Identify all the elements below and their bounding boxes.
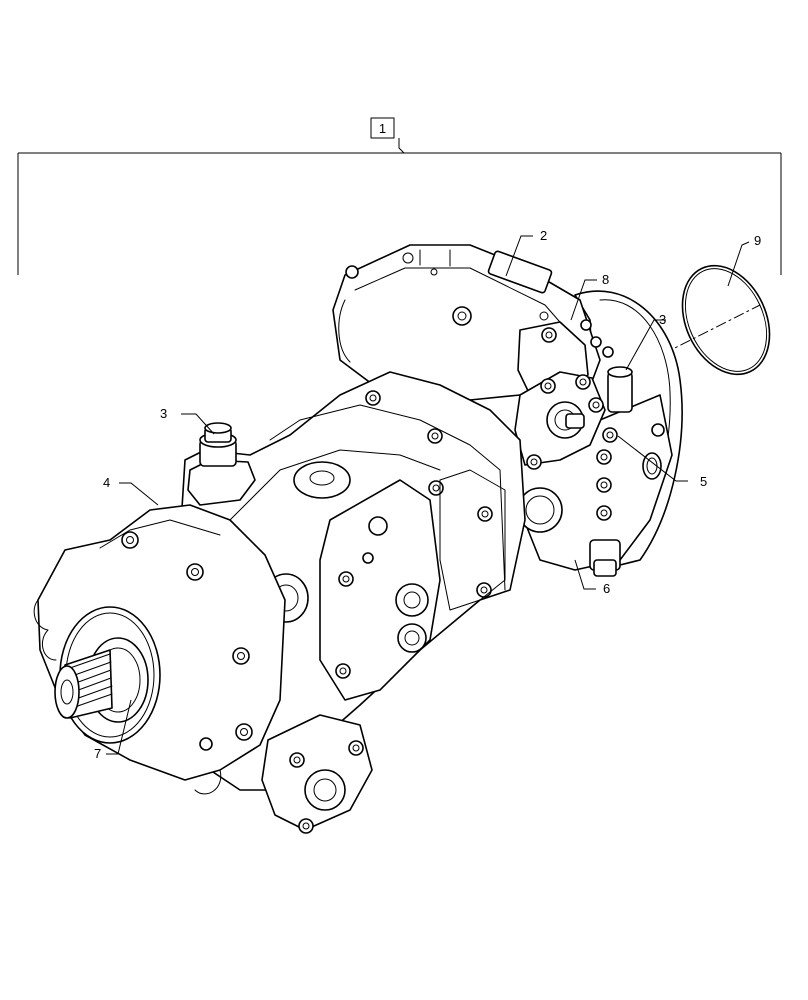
assembly-label-box: [370, 117, 395, 139]
drive-shaft: [54, 606, 161, 744]
lower-charge-pump: [261, 714, 373, 834]
callout-3-left: 3: [160, 406, 167, 421]
callout-6: 6: [603, 581, 610, 596]
callout-5: 5: [700, 474, 707, 489]
callout-8: 8: [602, 272, 609, 287]
assembly-bracket: 1: [17, 117, 782, 275]
assembly-label: 1: [379, 121, 386, 136]
o-ring: [662, 264, 771, 376]
callout-labels: 2 3 3 4 5 6 7 8 9: [94, 228, 761, 761]
control-valve: [332, 244, 614, 401]
callout-2: 2: [540, 228, 547, 243]
callout-3-right: 3: [659, 312, 666, 327]
leader-lines: [106, 235, 750, 755]
callout-4: 4: [103, 475, 110, 490]
callout-7: 7: [94, 746, 101, 761]
callout-9: 9: [754, 233, 761, 248]
main-pump-body: [179, 371, 526, 791]
top-fitting: [199, 422, 237, 467]
